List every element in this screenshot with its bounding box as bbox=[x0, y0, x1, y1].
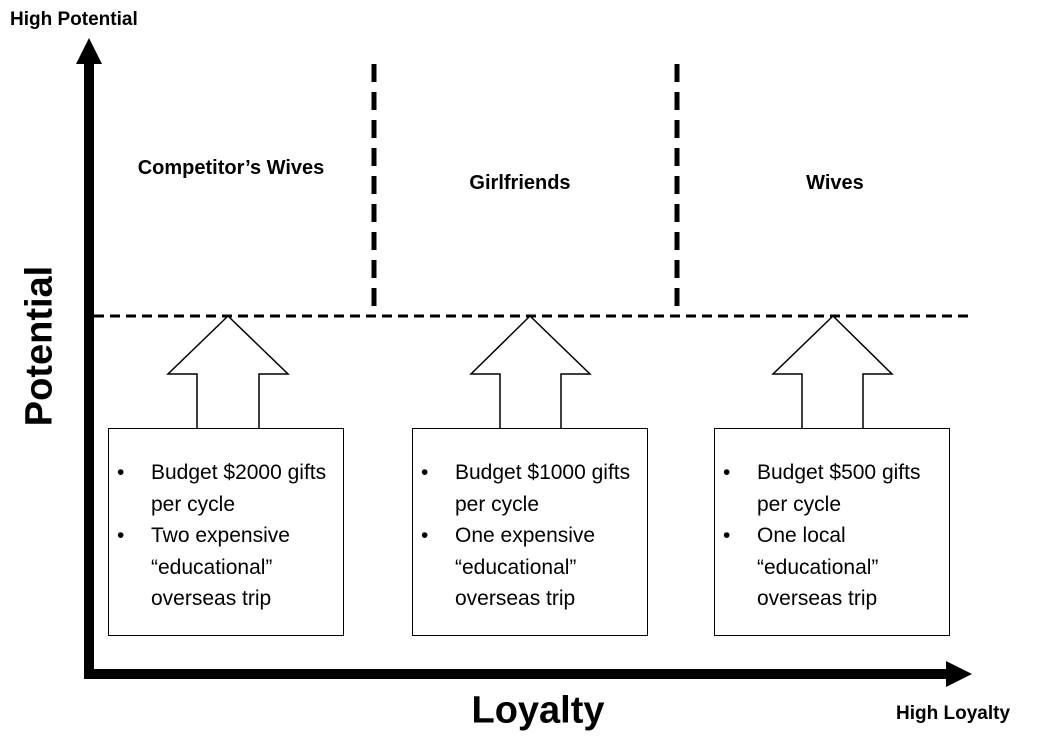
high-potential-label: High Potential bbox=[10, 9, 138, 30]
strategy-list: • Budget $500 gifts per cycle • One local … bbox=[723, 457, 939, 615]
strategy-text: Two expensive “educational” overseas tri… bbox=[151, 524, 290, 610]
strategy-text: Budget $2000 gifts per cycle bbox=[151, 461, 327, 516]
strategy-text: One local “educational” overseas trip bbox=[757, 524, 879, 610]
bullet-symbol: • bbox=[421, 524, 429, 547]
strategy-list: • Budget $1000 gifts per cycle • One expen… bbox=[421, 457, 637, 615]
strategy-item: • Two expensive “educational” overseas tr… bbox=[117, 520, 333, 615]
strategy-item: • Budget $1000 gifts per cycle bbox=[421, 457, 637, 520]
bullet-symbol: • bbox=[723, 524, 731, 547]
bullet-symbol: • bbox=[117, 461, 125, 484]
upgrade-arrow-1 bbox=[166, 314, 290, 431]
strategy-item: • Budget $2000 gifts per cycle bbox=[117, 457, 333, 520]
segment-title-girlfriends: Girlfriends bbox=[469, 172, 571, 194]
strategy-item: • Budget $500 gifts per cycle bbox=[723, 457, 939, 520]
bullet-symbol: • bbox=[421, 461, 429, 484]
bullet-symbol: • bbox=[117, 524, 125, 547]
strategy-text: One expensive “educational” overseas tri… bbox=[455, 524, 596, 610]
strategy-box-girlfriends: • Budget $1000 gifts per cycle • One expen… bbox=[412, 428, 648, 636]
high-loyalty-label: High Loyalty bbox=[896, 703, 1011, 724]
segment-title-competitors-wives: Competitor’s Wives bbox=[137, 157, 325, 179]
strategy-text: Budget $500 gifts per cycle bbox=[757, 461, 921, 516]
strategy-item: • One local “educational” overseas trip bbox=[723, 520, 939, 615]
segment-title-wives: Wives bbox=[806, 172, 864, 194]
upgrade-arrow-2 bbox=[469, 314, 592, 431]
strategy-list: • Budget $2000 gifts per cycle • Two expen… bbox=[117, 457, 333, 615]
x-axis-title: Loyalty bbox=[471, 689, 605, 732]
strategy-box-wives: • Budget $500 gifts per cycle • One local … bbox=[714, 428, 950, 636]
y-axis-title: Potential bbox=[18, 265, 61, 427]
strategy-item: • One expensive “educational” overseas tr… bbox=[421, 520, 637, 615]
upgrade-arrow-3 bbox=[771, 314, 894, 431]
strategy-box-competitors-wives: • Budget $2000 gifts per cycle • Two expen… bbox=[108, 428, 344, 636]
bullet-symbol: • bbox=[723, 461, 731, 484]
y-axis-arrowhead bbox=[76, 38, 102, 64]
x-axis-arrowhead bbox=[946, 661, 972, 687]
strategy-text: Budget $1000 gifts per cycle bbox=[455, 461, 631, 516]
